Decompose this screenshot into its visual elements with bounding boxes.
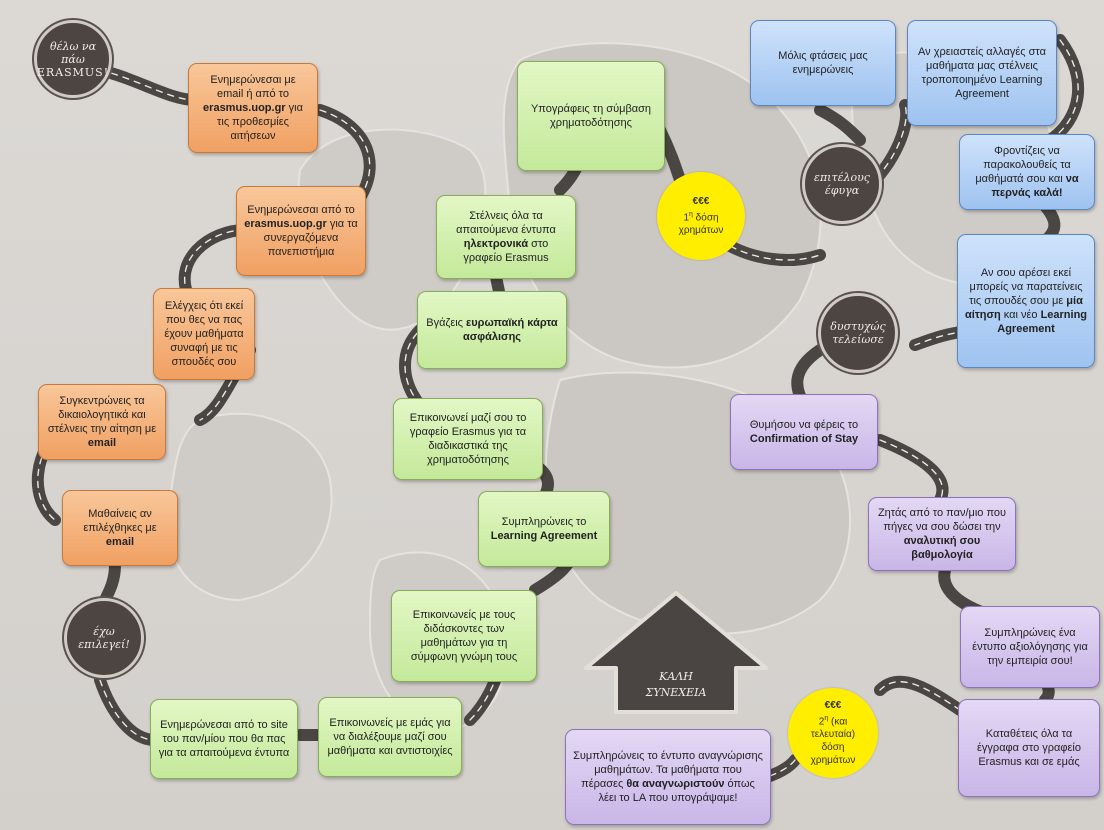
step-submit-documents: Καταθέτεις όλα τα έγγραφα στο γραφείο Er… (958, 699, 1100, 797)
step-health-insurance-card: Βγάζεις ευρωπαϊκή κάρτα ασφάλισης (417, 291, 567, 369)
second-payment-coin: €€€ 2η (και τελευταία) δόση χρημάτων (788, 688, 878, 778)
step-partner-universities: Ενημερώνεσαι από το erasmus.uop.gr για τ… (236, 186, 366, 276)
step-learning-agreement: Συμπληρώνεις το Learning Agreement (478, 491, 610, 567)
step-check-courses: Ελέγχεις ότι εκεί που θες να πας έχουν μ… (153, 288, 255, 380)
continue-arrow-label: ΚΑΛΗ ΣΥΝΕΧΕΙΑ (645, 670, 707, 699)
step-host-university-forms: Ενημερώνεσαι από το site του παν/μίου πο… (150, 699, 298, 779)
step-confirmation-of-stay: Θυμήσου να φέρεις το Confirmation of Sta… (730, 394, 878, 470)
step-attend-courses: Φροντίζεις να παρακολουθείς τα μαθήματά … (959, 134, 1095, 210)
selected-badge: έχω επιλεγεί! (64, 598, 144, 678)
step-check-deadlines: Ενημερώνεσαι με email ή από το erasmus.u… (188, 63, 318, 153)
step-notify-arrival: Μόλις φτάσεις μας ενημερώνεις (750, 20, 896, 106)
finished-badge: δυστυχώς τελείωσε (818, 293, 898, 373)
step-evaluation-form: Συμπληρώνεις ένα έντυπο αξιολόγησης για … (960, 606, 1100, 688)
step-professor-consent: Επικοινωνείς με τους διδάσκοντες των μαθ… (391, 590, 537, 682)
step-send-application: Συγκεντρώνεις τα δικαιολογητικά και στέλ… (38, 384, 166, 460)
step-extend-studies: Αν σου αρέσει εκεί μπορείς να παρατείνει… (957, 234, 1095, 368)
left-badge: επιτέλους έφυγα (802, 144, 882, 224)
step-send-documents: Στέλνεις όλα τα απαιτούμενα έντυπα ηλεκτ… (436, 195, 576, 279)
step-choose-courses: Επικοινωνείς με εμάς για να διαλέξουμε μ… (318, 697, 462, 777)
step-funding-procedures: Επικοινωνεί μαζί σου το γραφείο Erasmus … (393, 398, 543, 480)
continue-arrow-icon (584, 591, 768, 714)
step-sign-grant-agreement: Υπογράφεις τη σύμβαση χρηματοδότησης (517, 61, 665, 171)
step-selection-result: Μαθαίνεις αν επιλέχθηκες με email (62, 490, 178, 566)
step-modify-learning-agreement: Αν χρειαστείς αλλαγές στα μαθήματα μας σ… (907, 20, 1057, 126)
start-badge: θέλω να πάω ERASMUS! (34, 20, 112, 98)
step-transcript-of-records: Ζητάς από το παν/μιο που πήγες να σου δώ… (868, 497, 1016, 571)
first-payment-coin: €€€ 1η δόση χρημάτων (657, 172, 745, 260)
step-course-recognition: Συμπληρώνεις το έντυπο αναγνώρισης μαθημ… (565, 729, 771, 825)
